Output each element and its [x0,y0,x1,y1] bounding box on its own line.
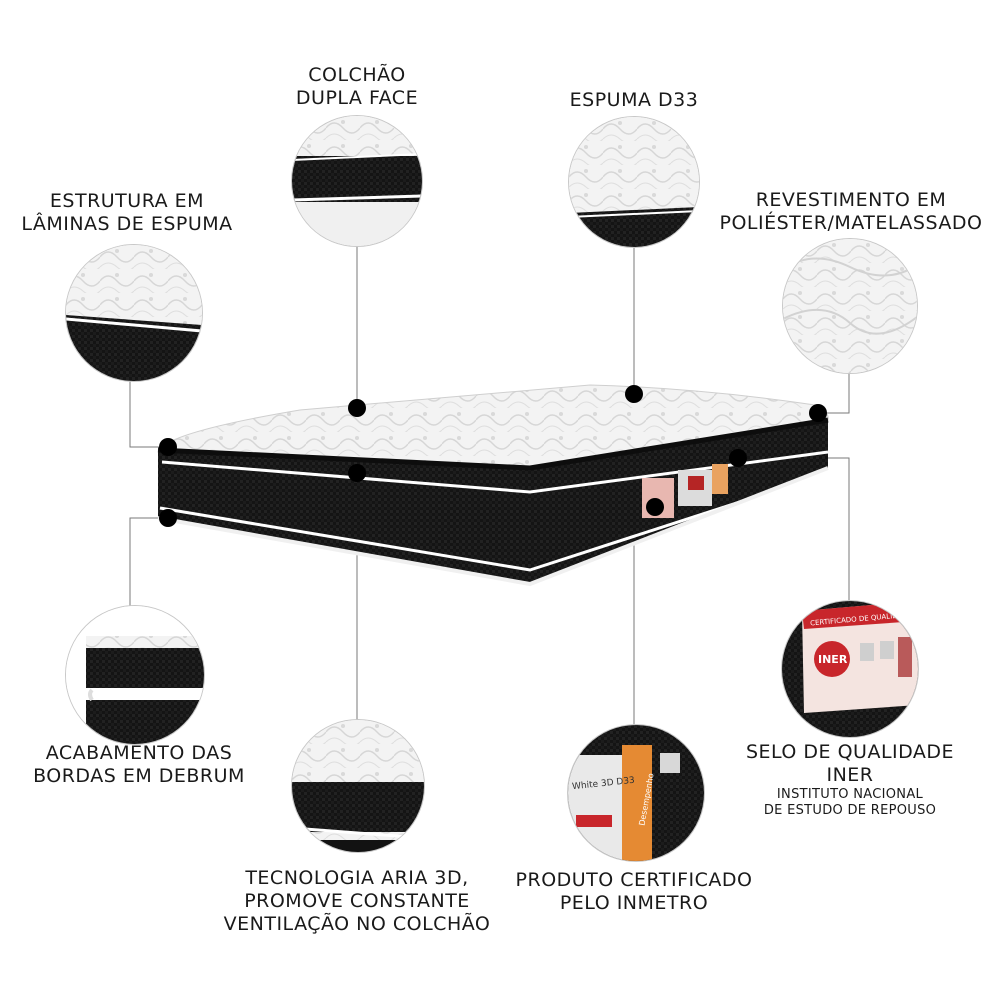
iner-logo: INER [818,653,848,666]
detail-circle-revestimento [783,239,917,373]
label-revestimento-line-1: REVESTIMENTO EM [755,189,947,211]
label-tecnologia: TECNOLOGIA ARIA 3D, PROMOVE CONSTANTE VE… [202,867,512,936]
label-dupla-face-line-2: DUPLA FACE [295,87,419,109]
detail-circle-acabamento [66,606,204,744]
label-produto-line-2: PELO INMETRO [559,892,709,914]
label-acabamento: ACABAMENTO DAS BORDAS EM DEBRUM [14,742,264,788]
label-selo-line-1: SELO DE QUALIDADE [745,741,955,763]
detail-circle-tecnologia [292,720,424,852]
label-espuma-d33-line-1: ESPUMA D33 [569,89,699,111]
label-acabamento-line-2: BORDAS EM DEBRUM [33,765,245,787]
label-estrutura: ESTRUTURA EM LÂMINAS DE ESPUMA [2,190,252,236]
label-estrutura-line-1: ESTRUTURA EM [49,190,205,212]
detail-circle-produto: White 3D D33 Desempenho [568,725,704,861]
label-acabamento-line-1: ACABAMENTO DAS [45,742,233,764]
detail-circle-espuma-d33 [569,117,699,247]
detail-circle-dupla-face [292,116,422,246]
label-dupla-face-line-1: COLCHÃO [308,64,406,86]
label-selo-sub-line-1: INSTITUTO NACIONAL [776,787,924,802]
detail-circle-selo-iner: CERTIFICADO DE QUALIDADE INER [782,601,918,737]
label-tecnologia-line-1: TECNOLOGIA ARIA 3D, [245,867,469,889]
label-selo: SELO DE QUALIDADE INER INSTITUTO NACIONA… [735,741,965,819]
label-revestimento-line-2: POLIÉSTER/MATELASSADO [719,212,983,234]
label-estrutura-line-2: LÂMINAS DE ESPUMA [21,213,233,235]
label-selo-sub-line-2: DE ESTUDO DE REPOUSO [763,803,937,818]
label-espuma-d33: ESPUMA D33 [534,89,734,112]
label-tecnologia-line-2: PROMOVE CONSTANTE [244,890,470,912]
label-produto-line-1: PRODUTO CERTIFICADO [515,869,753,891]
label-produto: PRODUTO CERTIFICADO PELO INMETRO [502,869,766,915]
label-revestimento: REVESTIMENTO EM POLIÉSTER/MATELASSADO [706,189,996,235]
label-dupla-face: COLCHÃO DUPLA FACE [257,64,457,110]
detail-circle-estrutura [66,245,202,381]
label-tecnologia-line-3: VENTILAÇÃO NO COLCHÃO [223,913,491,935]
label-selo-line-2: INER [826,764,874,786]
